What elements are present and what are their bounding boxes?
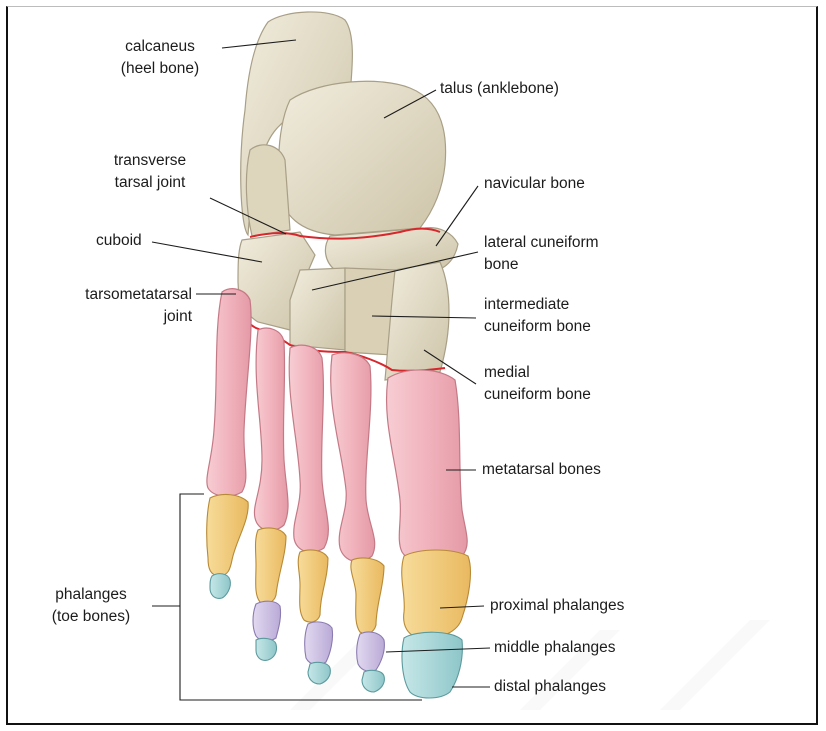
middle-phalanx-3 (305, 622, 333, 665)
label-calcaneus-line1: calcaneus (98, 36, 222, 58)
proximal-phalanx-5 (207, 495, 249, 576)
label-transverse-line2: tarsal joint (90, 172, 210, 194)
talus-bone (278, 81, 445, 235)
calcaneus-body (246, 145, 290, 236)
label-lateral-cuneiform-bone: lateral cuneiform bone (484, 232, 599, 276)
label-tarsometatarsal-line2: joint (40, 306, 192, 328)
label-navicular-bone: navicular bone (484, 173, 585, 195)
label-distal-phalanges: distal phalanges (494, 676, 606, 698)
label-medial-line1: medial (484, 362, 591, 384)
label-phalanges-line2: (toe bones) (30, 606, 152, 628)
metatarsal-1 (387, 370, 468, 563)
distal-phalanx-2 (362, 670, 384, 692)
distal-phalanx-1 (402, 632, 462, 698)
label-transverse-line1: transverse (90, 150, 210, 172)
label-tarsometatarsal-joint: tarsometatarsal joint (40, 284, 192, 328)
navicular-leader (436, 186, 478, 246)
label-cuboid: cuboid (96, 230, 142, 252)
label-transverse-tarsal-joint: transverse tarsal joint (90, 150, 210, 194)
middle-phalanx-2 (357, 632, 385, 671)
label-lateral-cuneiform-line1: lateral cuneiform (484, 232, 599, 254)
proximal-phalanx-4 (256, 528, 287, 603)
label-phalanges-line1: phalanges (30, 584, 152, 606)
medial-cuneiform-bone (385, 262, 449, 380)
label-medial-line2: cuneiform bone (484, 384, 591, 406)
proximal-phalanx-1 (402, 550, 471, 638)
label-intermediate-line2: cuneiform bone (484, 316, 591, 338)
middle-phalanx-4 (253, 601, 281, 641)
label-intermediate-line1: intermediate (484, 294, 591, 316)
label-tarsometatarsal-line1: tarsometatarsal (40, 284, 192, 306)
proximal-phalanx-2 (351, 558, 384, 634)
metatarsal-4 (254, 328, 288, 530)
metatarsal-5 (207, 289, 251, 496)
distal-phalanx-5 (210, 574, 230, 599)
label-intermediate-cuneiform-bone: intermediate cuneiform bone (484, 294, 591, 338)
metatarsal-3 (289, 345, 328, 552)
lateral-cuneiform-bone (290, 268, 345, 350)
label-proximal-phalanges: proximal phalanges (490, 595, 624, 617)
label-calcaneus-line2: (heel bone) (98, 58, 222, 80)
label-calcaneus: calcaneus (heel bone) (98, 36, 222, 80)
label-metatarsal-bones: metatarsal bones (482, 459, 601, 481)
tarsal-bones (238, 12, 458, 380)
label-phalanges: phalanges (toe bones) (30, 584, 152, 628)
label-talus: talus (anklebone) (440, 78, 559, 100)
distal-phalanx-4 (256, 638, 277, 660)
metatarsal-2 (331, 353, 375, 562)
label-middle-phalanges: middle phalanges (494, 637, 616, 659)
label-lateral-cuneiform-line2: bone (484, 254, 599, 276)
proximal-phalanx-3 (298, 550, 328, 622)
label-medial-cuneiform-bone: medial cuneiform bone (484, 362, 591, 406)
